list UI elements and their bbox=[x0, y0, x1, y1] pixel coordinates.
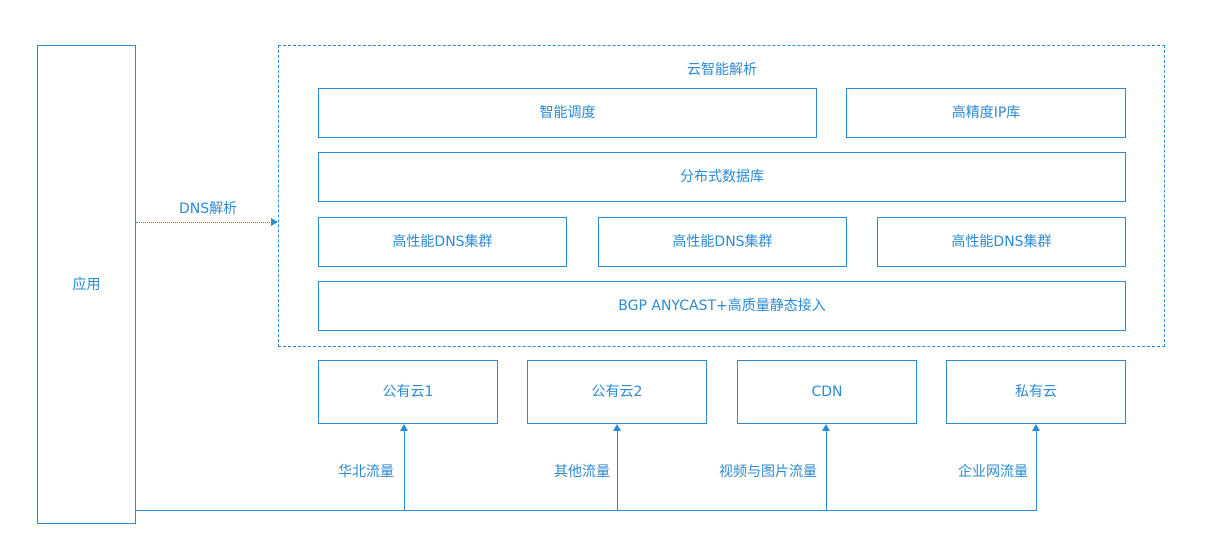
cloud-dns-container bbox=[278, 45, 1165, 347]
dns-resolution-label: DNS解析 bbox=[179, 201, 238, 217]
video-images-flow-arrow-icon bbox=[822, 424, 830, 431]
enterprise-flow-label: 企业网流量 bbox=[958, 464, 1028, 480]
enterprise-flow-line bbox=[1036, 431, 1037, 510]
anycast-access-box: BGP ANYCAST+高质量静态接入 bbox=[318, 281, 1126, 331]
video-images-flow-line bbox=[826, 431, 827, 510]
north-china-flow-label: 华北流量 bbox=[338, 464, 394, 480]
video-images-flow-label: 视频与图片流量 bbox=[719, 464, 817, 480]
smart-scheduling-box: 智能调度 bbox=[318, 88, 817, 138]
dns-cluster-box-2: 高性能DNS集群 bbox=[598, 217, 847, 267]
private-cloud-label: 私有云 bbox=[1015, 384, 1057, 400]
dns-cluster-box-3: 高性能DNS集群 bbox=[877, 217, 1126, 267]
dns-cluster-box-1: 高性能DNS集群 bbox=[318, 217, 567, 267]
application-box: 应用 bbox=[37, 45, 136, 524]
other-flow-arrow-icon bbox=[613, 424, 621, 431]
other-flow-line bbox=[617, 431, 618, 510]
public-cloud-1-box: 公有云1 bbox=[318, 360, 498, 424]
dns-cluster-label-3: 高性能DNS集群 bbox=[951, 234, 1052, 250]
north-china-flow-line bbox=[404, 431, 405, 510]
dns-resolution-line bbox=[136, 222, 272, 223]
application-label: 应用 bbox=[72, 276, 101, 293]
cdn-label: CDN bbox=[811, 384, 843, 400]
dns-cluster-label-2: 高性能DNS集群 bbox=[672, 234, 773, 250]
private-cloud-box: 私有云 bbox=[946, 360, 1126, 424]
dns-cluster-label-1: 高性能DNS集群 bbox=[392, 234, 493, 250]
distributed-database-box: 分布式数据库 bbox=[318, 152, 1126, 202]
high-precision-ip-db-label: 高精度IP库 bbox=[951, 105, 1021, 121]
north-china-flow-arrow-icon bbox=[400, 424, 408, 431]
public-cloud-2-box: 公有云2 bbox=[527, 360, 707, 424]
cdn-box: CDN bbox=[737, 360, 917, 424]
distributed-database-label: 分布式数据库 bbox=[680, 169, 764, 185]
high-precision-ip-db-box: 高精度IP库 bbox=[846, 88, 1126, 138]
dns-resolution-arrow-icon bbox=[271, 218, 278, 226]
anycast-access-label: BGP ANYCAST+高质量静态接入 bbox=[618, 298, 826, 314]
public-cloud-1-label: 公有云1 bbox=[382, 384, 434, 400]
cloud-dns-title: 云智能解析 bbox=[687, 62, 757, 78]
other-flow-label: 其他流量 bbox=[554, 464, 610, 480]
smart-scheduling-label: 智能调度 bbox=[539, 105, 596, 121]
traffic-bus-line bbox=[136, 510, 1037, 511]
public-cloud-2-label: 公有云2 bbox=[591, 384, 643, 400]
enterprise-flow-arrow-icon bbox=[1032, 424, 1040, 431]
